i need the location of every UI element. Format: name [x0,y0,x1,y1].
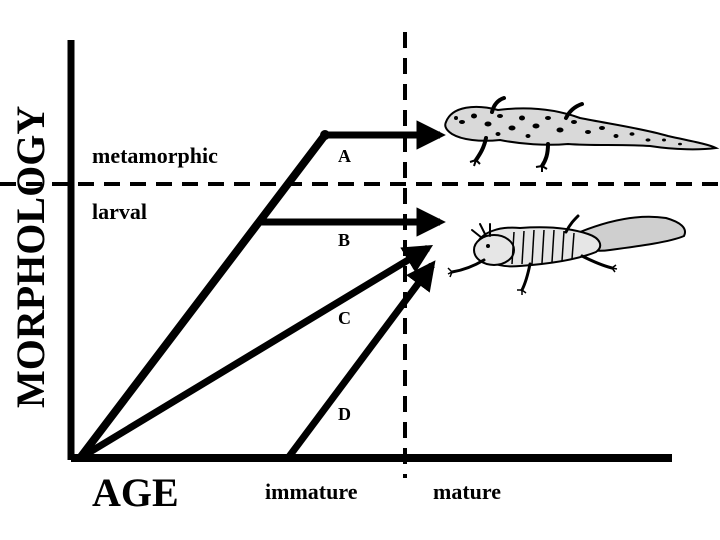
larval-label: larval [92,199,147,224]
path-a-rise [76,131,329,462]
path-label-a: A [338,146,351,166]
spotted-salamander-illustration [444,96,720,172]
path-label-d: D [338,404,351,424]
path-d-arrow [285,260,436,461]
immature-label: immature [265,479,358,504]
y-axis-title: MORPHOLOGY [8,106,53,408]
metamorphic-label: metamorphic [92,143,218,168]
path-label-c: C [338,308,351,328]
larval-axolotl-illustration [447,214,686,295]
mature-label: mature [433,479,501,504]
path-c-arrow [78,244,434,461]
path-label-b: B [338,230,350,250]
x-axis-title: AGE [92,470,179,515]
